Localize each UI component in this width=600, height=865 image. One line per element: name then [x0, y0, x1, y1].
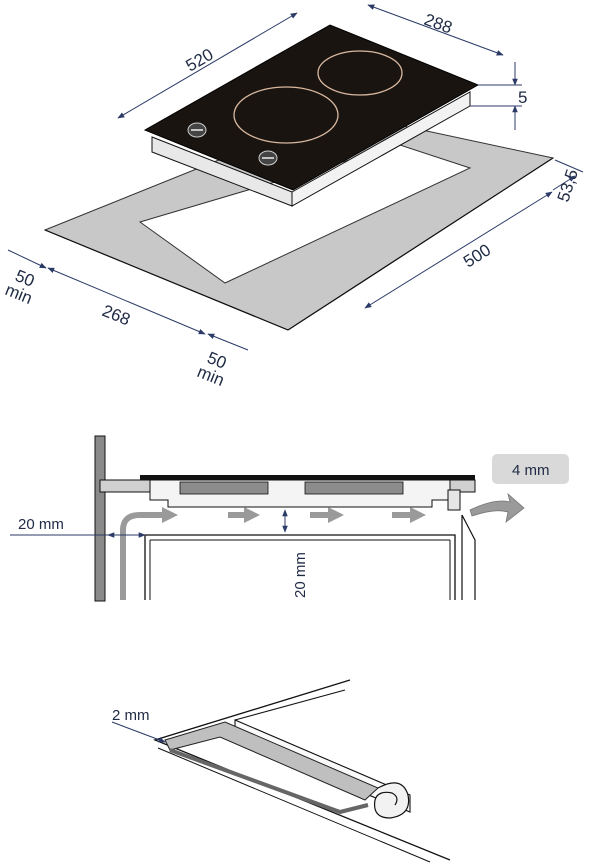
dim-label-500: 500 [460, 240, 494, 271]
sealing-tape-strip [169, 748, 369, 815]
airflow-arrow-1-icon [162, 507, 178, 523]
heating-element-left [179, 481, 269, 495]
airflow-arrow-3-icon [310, 507, 344, 523]
countertop-edge-outer [153, 679, 451, 861]
dim-line-50-left [7, 249, 47, 269]
exhaust-arrow-icon [469, 492, 525, 523]
airflow-channel [120, 512, 165, 600]
dim-label-20mm-vertical: 20 mm [292, 552, 309, 598]
dim-line-535b [552, 175, 576, 191]
dim-label-288: 288 [422, 10, 455, 38]
control-knob-right-icon [258, 150, 278, 166]
cooking-zone-small [317, 50, 403, 96]
dim-line-535 [554, 159, 584, 173]
cabinet-right-side [461, 514, 476, 600]
dim-label-268: 268 [100, 301, 133, 329]
dim-line-500 [364, 191, 553, 309]
control-knob-left-icon [187, 122, 207, 138]
gap-badge: 4 mm [492, 454, 569, 484]
countertop [99, 479, 153, 493]
airflow-arrow-4-icon [392, 507, 426, 523]
dim-line-50-front [207, 333, 249, 351]
dim-label-5: 5 [518, 88, 527, 107]
dim-line-288 [367, 4, 504, 56]
airflow-arrow-2-icon [228, 507, 260, 523]
section-view: 4 mm 20 mm 20 mm [10, 435, 569, 602]
seal-view: 2 mm [111, 679, 451, 863]
countertop-edge-inner [157, 747, 431, 863]
hob-clip [447, 489, 461, 511]
dim-label-535: 53,5 [554, 167, 582, 204]
dim-label-520: 520 [183, 45, 217, 76]
dim-label-20mm-horizontal: 20 mm [18, 516, 64, 533]
heating-element-right [304, 481, 404, 495]
top-view: 520 288 5 53,5 500 268 50 min 50 min [3, 4, 584, 390]
tape-roll-icon [373, 782, 410, 819]
cabinet-shelf [144, 534, 456, 600]
dim-label-2mm: 2 mm [112, 707, 150, 724]
gap-badge-label: 4 mm [512, 462, 550, 479]
dim-line-268 [47, 267, 206, 335]
dim-line-2mm [111, 721, 166, 743]
dim-line-520 [117, 12, 298, 119]
hob-glass-section [140, 475, 475, 480]
cabinet-left-post [94, 435, 106, 602]
